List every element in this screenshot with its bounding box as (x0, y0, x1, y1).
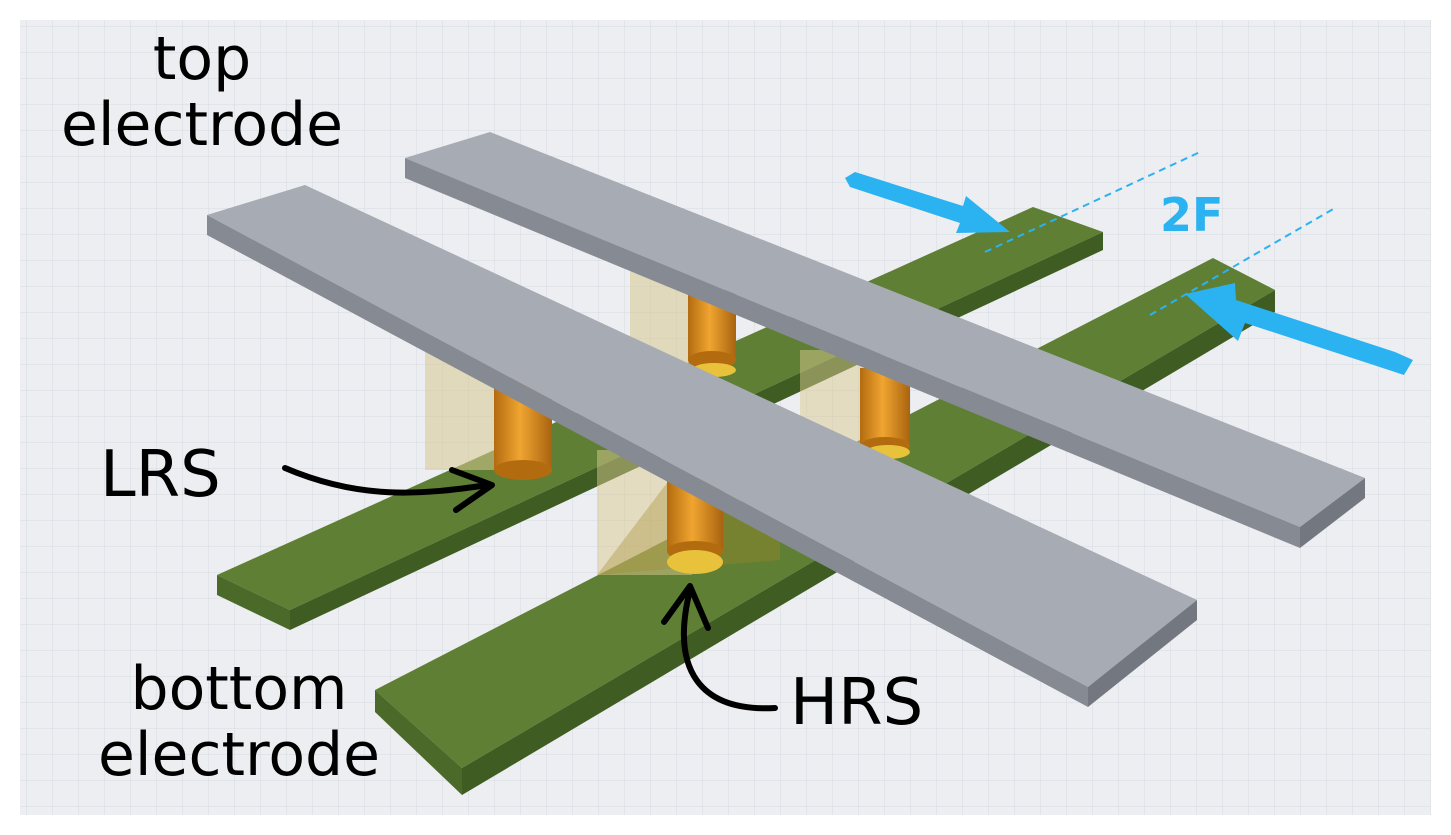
hrs-label: HRS (790, 666, 924, 740)
top-electrode-label: top electrode (22, 26, 382, 158)
lrs-label: LRS (100, 438, 221, 512)
dimension-arrow-out (1185, 283, 1413, 375)
label-arrow-hrs (661, 583, 778, 712)
label-arrow-lrs (282, 465, 495, 513)
top-electrode-label-line1: top (152, 24, 252, 94)
bottom-electrode-label-line2: electrode (97, 720, 381, 790)
bottom-electrode-label: bottom electrode (64, 656, 414, 788)
top-electrode-rear (405, 132, 1365, 548)
feature-size-label: 2F (1160, 188, 1224, 242)
dimension-arrow-in (845, 172, 1010, 233)
cell-rear-right (800, 350, 910, 459)
top-electrode-label-line2: electrode (60, 90, 344, 160)
dimension-2f (845, 151, 1413, 375)
top-electrode-front (207, 185, 1197, 707)
bottom-electrode-label-line1: bottom (130, 654, 348, 724)
